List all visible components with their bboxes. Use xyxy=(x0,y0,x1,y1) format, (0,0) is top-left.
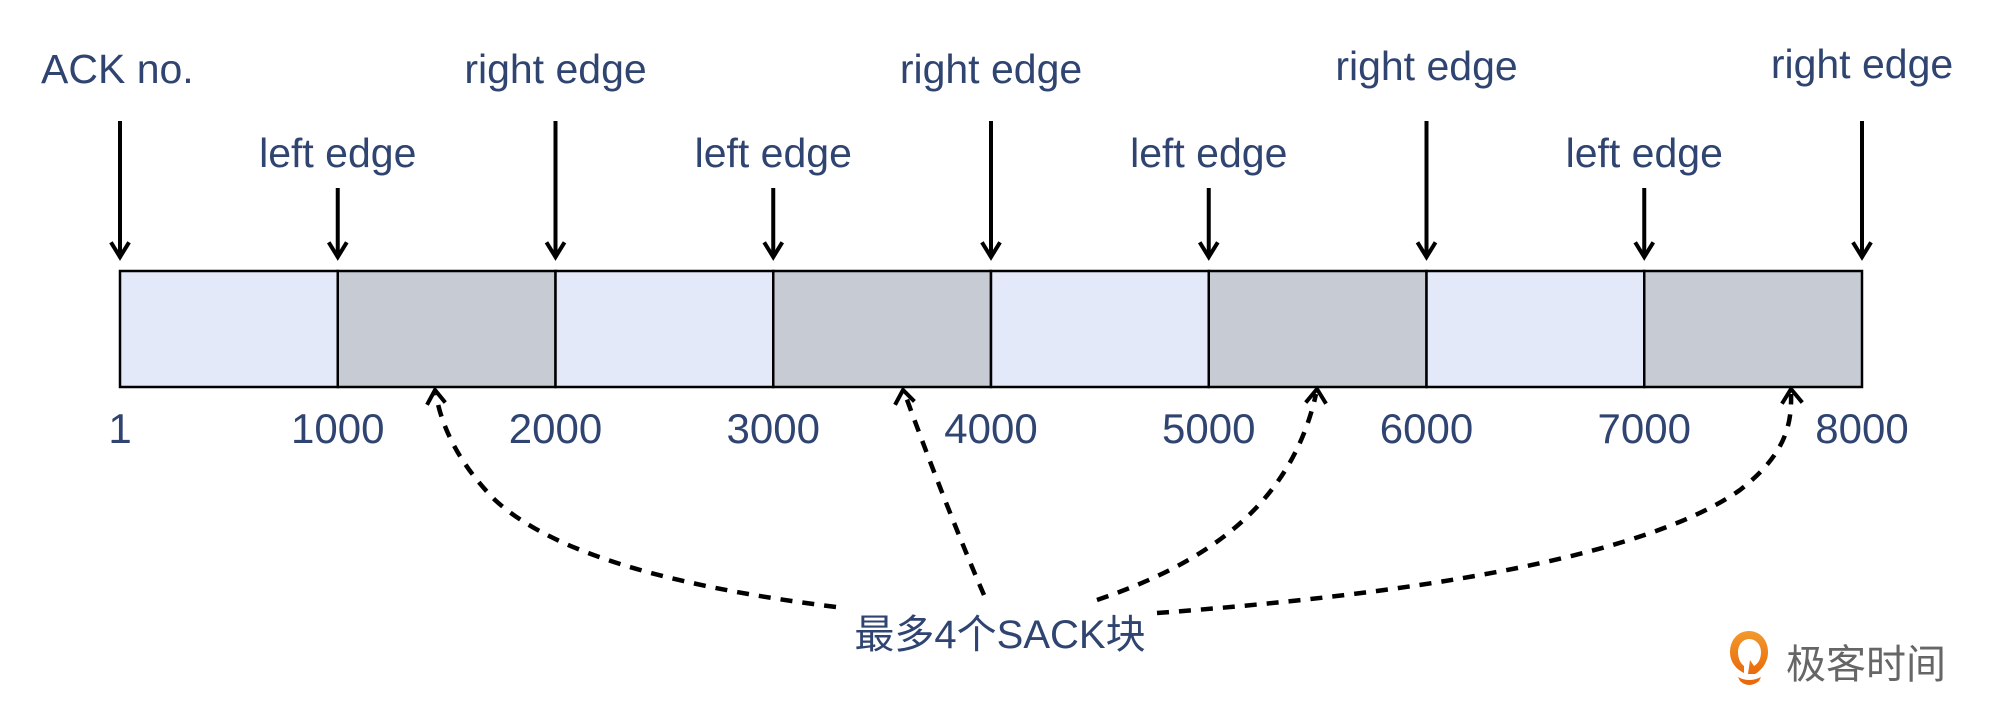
arrowhead-icon xyxy=(980,241,1002,261)
sack-callout-curve-3 xyxy=(1096,393,1319,603)
missing-segment xyxy=(554,269,775,389)
arrowhead-icon xyxy=(109,241,131,261)
left-edge-pointer: left edge xyxy=(1130,130,1287,261)
sequence-number-label: 2000 xyxy=(509,405,602,452)
sack-callout-arrowhead-4 xyxy=(1780,385,1804,405)
pointer-label: ACK no. xyxy=(41,46,194,92)
pointer-label: right edge xyxy=(1771,41,1953,87)
arrowhead-icon xyxy=(326,241,349,261)
geektime-logo: 极客时间 xyxy=(1730,631,1946,688)
sequence-number-label: 1 xyxy=(108,405,131,452)
sequence-number-labels: 1 1000 2000 3000 4000 5000 6000 7000 8000 xyxy=(108,405,1908,452)
left-edge-pointer: left edge xyxy=(695,130,852,261)
arrowhead-icon xyxy=(544,241,567,261)
sack-callout-arrowhead-3 xyxy=(1304,385,1328,405)
sack-block-segment xyxy=(336,269,557,389)
geektime-logo-icon xyxy=(1730,631,1768,685)
arrowhead-icon xyxy=(1415,241,1438,261)
sack-callout-curve-4 xyxy=(1156,393,1794,616)
pointer-label: left edge xyxy=(1130,130,1287,176)
arrowhead-icon xyxy=(1197,241,1220,261)
right-edge-pointer: right edge xyxy=(900,46,1082,261)
missing-segment xyxy=(118,269,339,389)
sack-callout-curve-2 xyxy=(902,393,987,596)
pointer-label: right edge xyxy=(1335,43,1517,89)
pointer-label: right edge xyxy=(464,46,646,92)
sack-callout-arrowhead-1 xyxy=(425,386,447,406)
arrowhead-icon xyxy=(1633,241,1656,261)
sequence-number-label: 7000 xyxy=(1598,405,1691,452)
pointer-label: right edge xyxy=(900,46,1082,92)
edge-pointers: ACK no. left edge right edge left edge right… xyxy=(41,41,1953,261)
sequence-number-label: 8000 xyxy=(1815,405,1908,452)
sack-caption: 最多4个SACK块 xyxy=(854,613,1145,657)
right-edge-pointer: right edge xyxy=(464,46,647,261)
left-edge-pointer: left edge xyxy=(1566,130,1723,261)
pointer-label: left edge xyxy=(259,130,416,176)
ack-number-pointer: ACK no. xyxy=(41,46,194,261)
sequence-number-label: 1000 xyxy=(291,405,384,452)
sequence-number-label: 4000 xyxy=(944,405,1037,452)
sack-block-segment xyxy=(1643,269,1864,389)
sack-block-segment xyxy=(772,269,993,389)
arrowhead-icon xyxy=(762,241,785,261)
sack-block-callouts xyxy=(425,385,1804,616)
pointer-label: left edge xyxy=(695,130,852,176)
sequence-bar xyxy=(118,269,1864,389)
sack-block-segment xyxy=(1207,269,1428,389)
arrowhead-icon xyxy=(1851,241,1873,261)
missing-segment xyxy=(1425,269,1646,389)
geektime-logo-text: 极客时间 xyxy=(1786,642,1946,688)
sequence-number-label: 6000 xyxy=(1380,405,1473,452)
right-edge-pointer: right edge xyxy=(1771,41,1953,261)
sack-callout-curve-1 xyxy=(433,393,837,610)
missing-segment xyxy=(989,269,1210,389)
left-edge-pointer: left edge xyxy=(259,130,416,261)
sequence-number-label: 3000 xyxy=(727,405,820,452)
sack-callout-arrowhead-2 xyxy=(893,386,916,406)
pointer-label: left edge xyxy=(1566,130,1723,176)
right-edge-pointer: right edge xyxy=(1335,43,1518,261)
sequence-number-label: 5000 xyxy=(1162,405,1255,452)
